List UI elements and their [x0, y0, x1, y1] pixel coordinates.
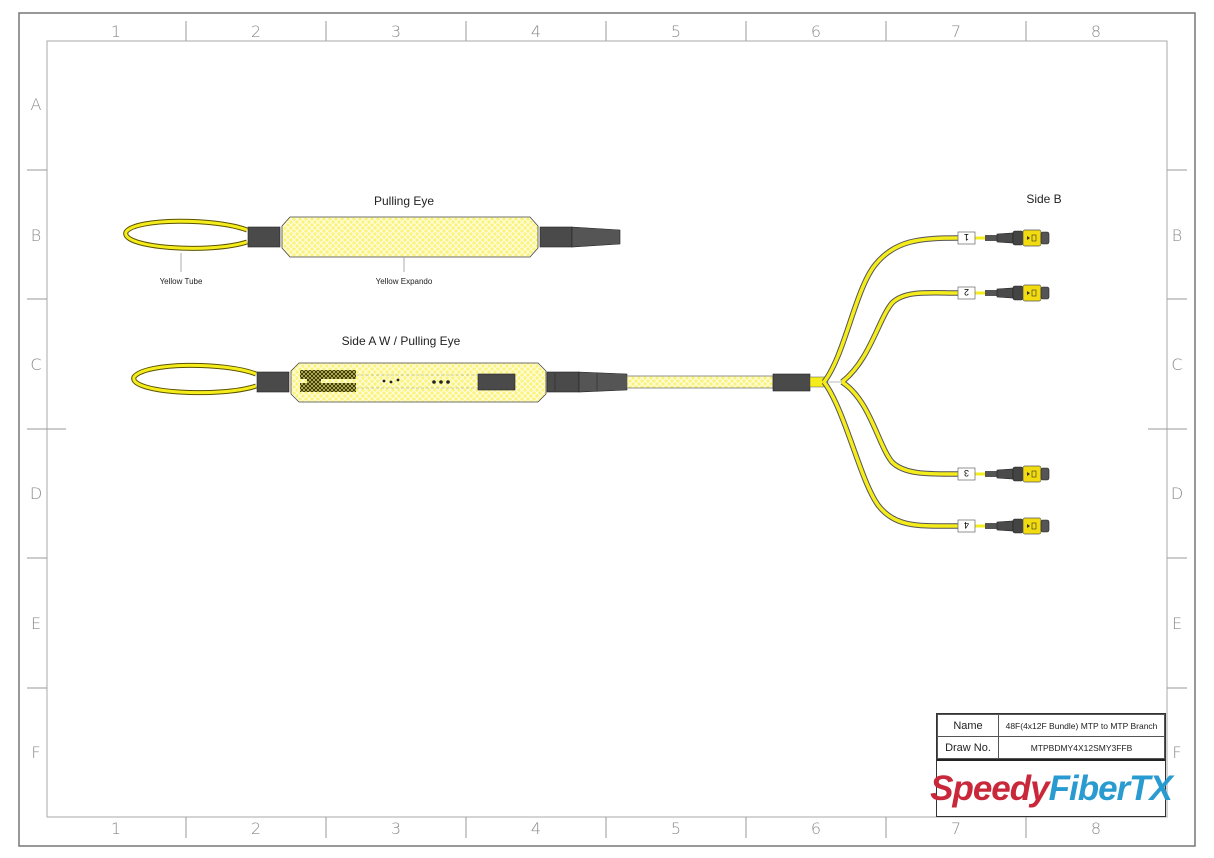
column-label: 3 — [391, 22, 401, 41]
name-label: Name — [937, 714, 999, 737]
svg-text:4: 4 — [964, 520, 969, 530]
mtp-connector-3 — [984, 465, 1050, 483]
pulling-eye-title: Pulling Eye — [374, 194, 434, 208]
row-label: D — [30, 484, 42, 503]
row-label: B — [31, 226, 41, 245]
mtp-connector-4 — [984, 517, 1050, 535]
draw-no-label: Draw No. — [937, 736, 999, 759]
mtp-connectors — [984, 229, 1050, 535]
row-label: E — [1172, 614, 1182, 633]
title-block: Name 48F(4x12F Bundle) MTP to MTP Branch… — [930, 713, 1173, 817]
row-label: B — [1172, 226, 1182, 245]
row-label: D — [1171, 484, 1183, 503]
logo-text-speedy: Speedy — [930, 769, 1049, 808]
row-label: C — [1171, 355, 1182, 374]
leg-tags: 1 2 3 4 — [957, 231, 976, 533]
trunk-cable — [626, 373, 842, 392]
draw-no-value: MTPBDMY4X12SMY3FFB — [998, 736, 1165, 759]
mtp-connector-1 — [984, 229, 1050, 247]
column-label: 3 — [391, 819, 401, 838]
column-label: 1 — [111, 22, 121, 41]
column-label: 7 — [951, 819, 961, 838]
leg-tag-4: 4 — [957, 519, 976, 533]
row-label: F — [31, 743, 40, 762]
row-label: F — [1172, 743, 1181, 762]
row-label: C — [30, 355, 41, 374]
column-label: 2 — [251, 819, 261, 838]
column-label: 2 — [251, 22, 261, 41]
side-a-title: Side A W / Pulling Eye — [342, 334, 461, 348]
svg-text:2: 2 — [964, 287, 969, 297]
branch-legs — [821, 235, 985, 529]
column-label: 4 — [531, 22, 541, 41]
column-label: 8 — [1091, 819, 1101, 838]
leg-tag-1: 1 — [957, 231, 976, 245]
pulling-eye-assembly: Pulling Eye Yellow Tube Yellow Expando — [123, 194, 621, 286]
row-label: E — [31, 614, 41, 633]
leg-tag-2: 2 — [957, 286, 976, 300]
mtp-connector-2 — [984, 284, 1050, 302]
svg-text:3: 3 — [964, 468, 969, 478]
row-label: A — [31, 95, 42, 114]
column-label: 1 — [111, 819, 121, 838]
name-value: 48F(4x12F Bundle) MTP to MTP Branch — [998, 714, 1165, 737]
column-label: 7 — [951, 22, 961, 41]
leg-tag-3: 3 — [957, 467, 976, 481]
column-label: 6 — [811, 22, 821, 41]
column-label: 4 — [531, 819, 541, 838]
svg-text:1: 1 — [964, 232, 969, 242]
yellow-tube-label: Yellow Tube — [160, 277, 203, 286]
side-b-title: Side B — [1026, 192, 1061, 206]
side-a-assembly: Side A W / Pulling Eye — [131, 334, 628, 403]
yellow-expando-label: Yellow Expando — [376, 277, 433, 286]
column-label: 5 — [671, 819, 681, 838]
column-label: 6 — [811, 819, 821, 838]
logo-text-fibertx: FiberTX — [1048, 769, 1173, 808]
column-label: 5 — [671, 22, 681, 41]
column-label: 8 — [1091, 22, 1101, 41]
